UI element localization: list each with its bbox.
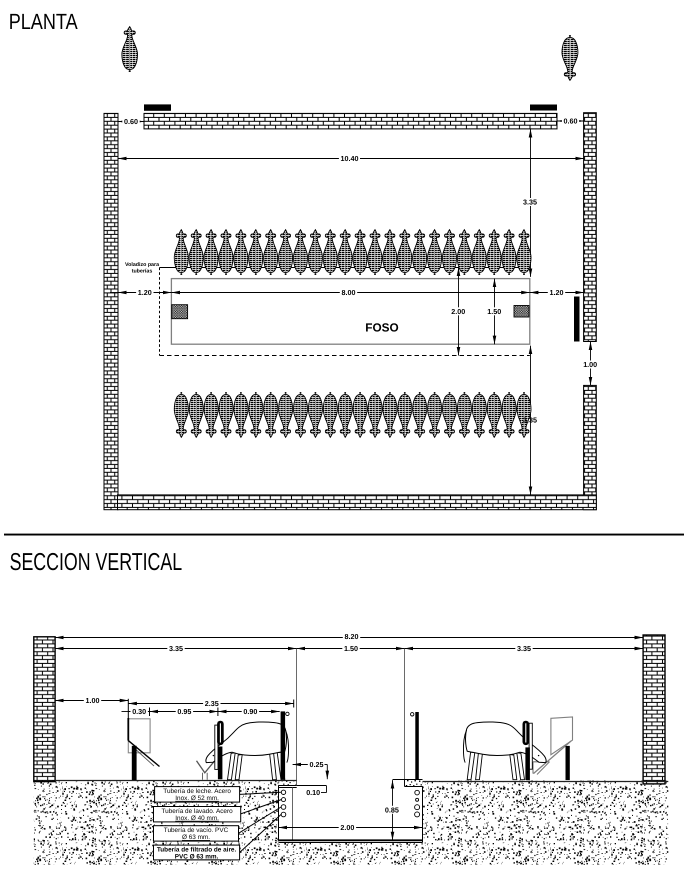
svg-text:1.00: 1.00 xyxy=(583,360,597,369)
svg-text:2.35: 2.35 xyxy=(205,699,219,708)
svg-text:0.30: 0.30 xyxy=(132,707,146,716)
svg-text:8.20: 8.20 xyxy=(345,632,359,641)
svg-text:PVC Ø 63 mm.: PVC Ø 63 mm. xyxy=(175,853,219,860)
svg-text:2.00: 2.00 xyxy=(451,307,465,316)
svg-text:1.20: 1.20 xyxy=(550,288,564,297)
svg-text:1.50: 1.50 xyxy=(344,644,358,653)
svg-text:0.60: 0.60 xyxy=(564,117,578,126)
svg-text:Inox. Ø 40 mm.: Inox. Ø 40 mm. xyxy=(175,815,219,822)
svg-text:0.90: 0.90 xyxy=(243,707,257,716)
svg-text:Ø 63 mm.: Ø 63 mm. xyxy=(182,834,210,841)
svg-text:10.40: 10.40 xyxy=(341,154,359,163)
svg-text:1.50: 1.50 xyxy=(487,307,501,316)
svg-text:Inox. Ø 52 mm.: Inox. Ø 52 mm. xyxy=(175,795,219,802)
svg-text:8.00: 8.00 xyxy=(342,288,356,297)
svg-text:Tubería de filtrado de aire.: Tubería de filtrado de aire. xyxy=(157,847,237,854)
svg-text:Tubería de lavado. Acero: Tubería de lavado. Acero xyxy=(162,808,234,815)
svg-text:0.10: 0.10 xyxy=(306,788,320,797)
svg-text:1.00: 1.00 xyxy=(86,696,100,705)
svg-text:1.20: 1.20 xyxy=(138,288,152,297)
svg-text:PLANTA: PLANTA xyxy=(9,9,78,34)
svg-text:2.00: 2.00 xyxy=(340,823,354,832)
svg-text:0.60: 0.60 xyxy=(124,117,138,126)
svg-text:tuberías: tuberías xyxy=(132,269,153,275)
svg-text:SECCION VERTICAL: SECCION VERTICAL xyxy=(10,549,183,576)
svg-text:3.35: 3.35 xyxy=(523,198,537,207)
svg-text:0.95: 0.95 xyxy=(177,707,191,716)
svg-text:0.25: 0.25 xyxy=(310,760,324,769)
svg-text:Voladizo para: Voladizo para xyxy=(125,262,159,268)
svg-text:Tubería de vacío. PVC: Tubería de vacío. PVC xyxy=(164,827,229,834)
svg-text:FOSO: FOSO xyxy=(365,321,398,335)
svg-text:3.35: 3.35 xyxy=(517,644,531,653)
svg-text:3.35: 3.35 xyxy=(169,644,183,653)
svg-text:0.85: 0.85 xyxy=(385,805,399,814)
svg-text:3.35: 3.35 xyxy=(523,416,537,425)
svg-text:Tubería de leche. Acero: Tubería de leche. Acero xyxy=(163,788,231,795)
